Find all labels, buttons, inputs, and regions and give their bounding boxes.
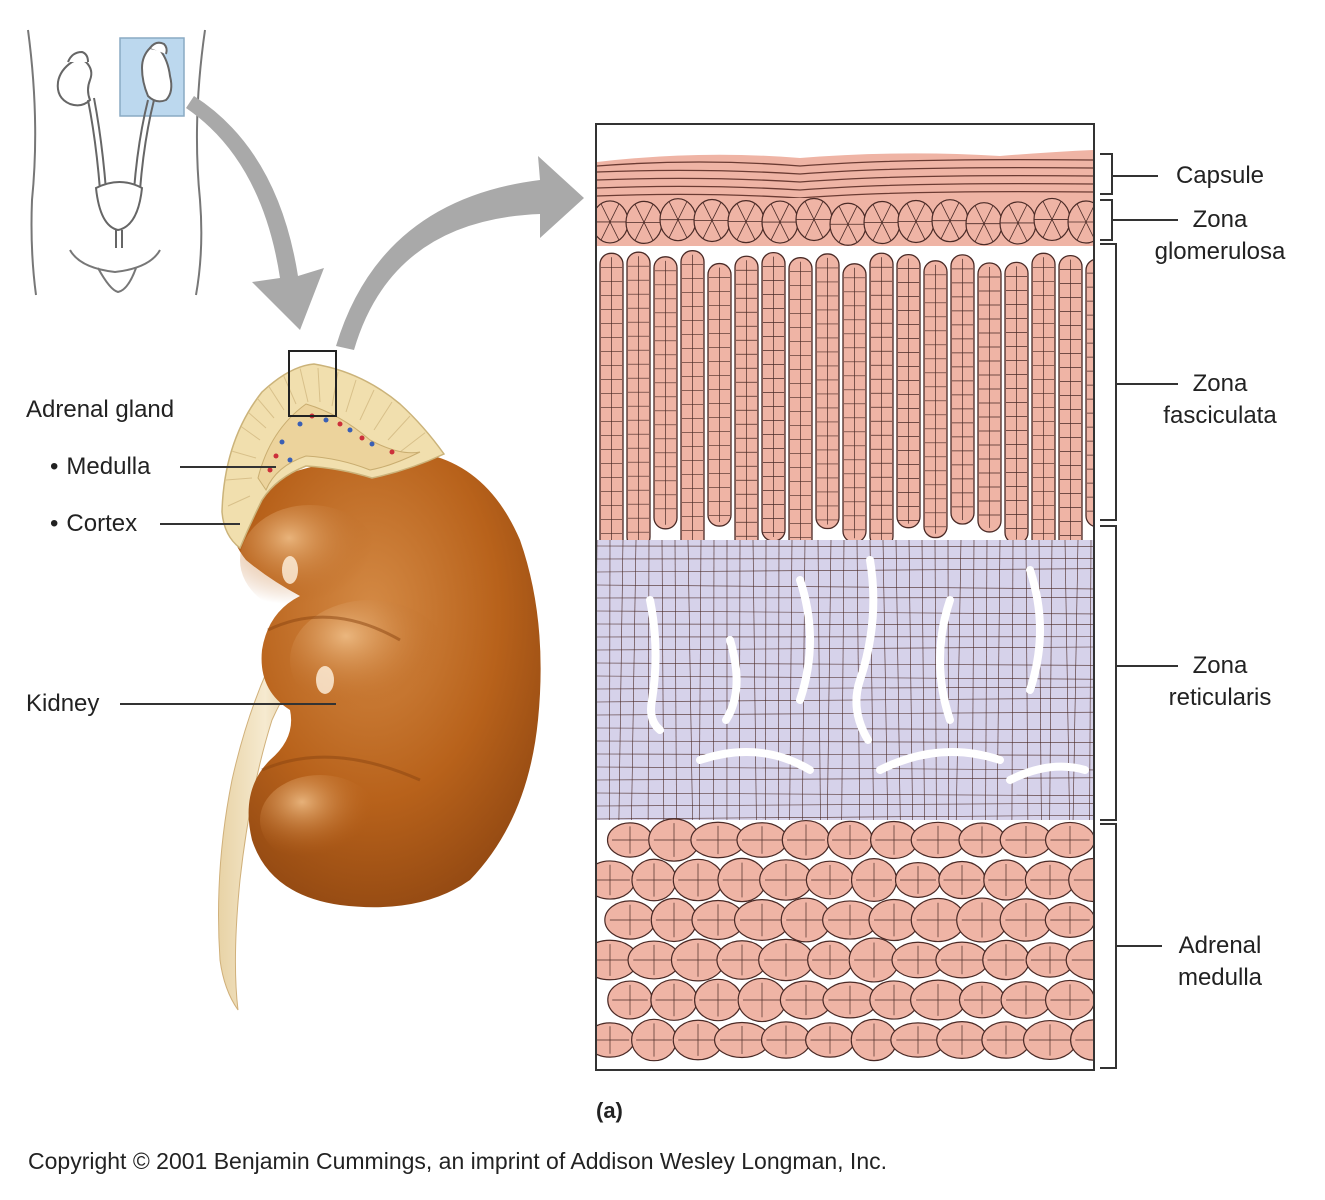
zone-brackets [1100,153,1178,1069]
zona-fasciculata-layer [599,250,1093,569]
adrenal-medulla-line1: Adrenal [1178,932,1262,959]
adrenal-gland [221,350,446,550]
capsule-layer [597,150,1093,200]
zona-reticularis-layer [597,539,1093,821]
zona-glomerulosa-line2: glomerulosa [1154,238,1286,265]
zona-fasciculata-line1: Zona [1192,370,1248,397]
zona-fasciculata-label: Zona fasciculata [1140,368,1300,432]
zoom-arrow-down [186,96,324,330]
zona-glomerulosa-line1: Zona [1192,206,1248,233]
kidney-label: Kidney [26,690,100,717]
zona-glomerulosa-layer [597,197,1093,246]
capsule-label: Capsule [1140,160,1300,192]
tissue-section-panel [595,123,1095,1071]
body-outline-illustration [27,29,206,296]
zona-glomerulosa-label: Zona glomerulosa [1140,204,1300,268]
zona-reticularis-label: Zona reticularis [1140,650,1300,714]
zona-reticularis-line1: Zona [1192,652,1248,679]
adrenal-medulla-layer [597,818,1093,1069]
cortex-label: Cortex [50,508,137,540]
urinary-system-outline [56,41,173,248]
ureter [218,639,313,1011]
adrenal-gland-label: Adrenal gland [26,396,175,423]
capsule-label-line1: Capsule [1175,162,1265,189]
left-leader-lines [120,466,336,705]
zona-reticularis-line2: reticularis [1168,684,1272,711]
section-box [288,350,337,417]
adrenal-medulla-label: Adrenal medulla [1140,930,1300,994]
figure-label: (a) [596,1098,623,1123]
zona-fasciculata-line2: fasciculata [1163,402,1277,429]
zoom-arrow-right [336,156,584,350]
medulla-label: Medulla [50,451,150,483]
adrenal-medulla-line2: medulla [1177,964,1263,991]
copyright-notice: Copyright © 2001 Benjamin Cummings, an i… [28,1148,888,1174]
